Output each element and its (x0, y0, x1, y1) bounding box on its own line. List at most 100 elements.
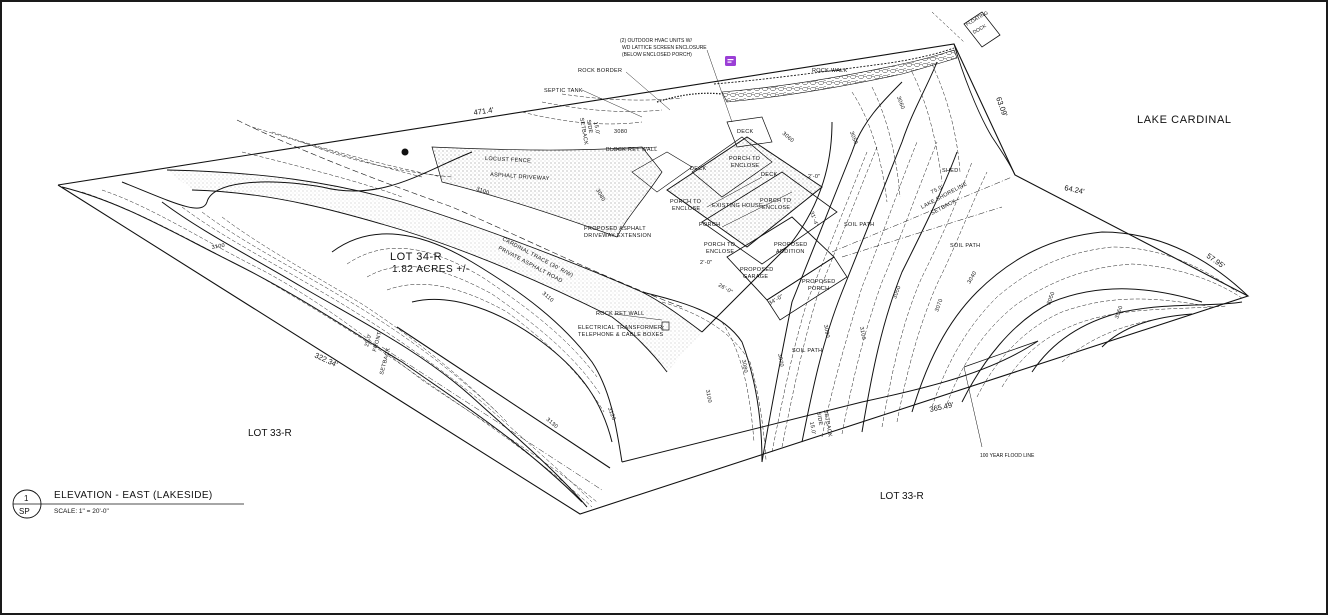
contour-label: 3070 (776, 353, 784, 367)
contour-label: 3080 (594, 188, 606, 203)
proposed-porch-1: PROPOSED (802, 279, 836, 285)
rock-border (656, 92, 723, 103)
dimension-2ft-a: 2'-0" (808, 174, 820, 180)
side-setback-b-1: 15.0' (808, 421, 816, 435)
transformer-box (661, 321, 670, 331)
acres-label: 1.82 ACRES +/- (392, 264, 470, 275)
proposed-addition-1: PROPOSED (774, 242, 808, 248)
dimension-57: 57.95' (1205, 251, 1227, 270)
flood-line-label: 100 YEAR FLOOD LINE (980, 453, 1035, 459)
utility-pole-dot (401, 148, 409, 156)
porch-enclose-low-2: ENCLOSE (706, 249, 734, 255)
dimension-34ft: 34'-0" (768, 294, 785, 307)
contour-label: 3100 (704, 389, 712, 403)
dimension-322: 322.34' (313, 351, 339, 370)
leader-lines (581, 49, 843, 329)
contour-label: 3100 (211, 243, 225, 251)
lot-34-label: LOT 34-R (390, 251, 442, 263)
soil-path-label-3: SOIL PATH (792, 348, 822, 354)
title-block: 1 SP ELEVATION - EAST (LAKESIDE) SCALE: … (12, 489, 244, 519)
dimension-365: 365.49' (929, 400, 955, 414)
block-ret-wall-label: BLOCK RET WALL (606, 147, 658, 153)
contour-label: 3080 (740, 359, 748, 373)
contour-label: 3100 (475, 186, 490, 196)
porch-enclose-top-1: PORCH TO (729, 156, 761, 162)
rock-ret-wall-label: ROCK RET WALL (596, 311, 645, 317)
asphalt-driveway-label: ASPHALT DRIVEWAY (490, 172, 550, 182)
hvac-note-2: WD LATTICE SCREEN ENCLOSURE (622, 45, 707, 51)
shoreline (713, 43, 1016, 176)
contour-label: 3120 (606, 407, 616, 422)
flood-line-leader (963, 366, 983, 448)
contour-label: 3060 (895, 96, 905, 111)
contour-label: 3130 (545, 417, 559, 430)
deck-label-2: DECK (690, 166, 707, 172)
side-setback-b-2: SIDE (815, 411, 823, 426)
contour-label: 3060 (1114, 305, 1124, 320)
proposed-addition-2: ADDITION (776, 249, 805, 255)
front-setback-2: FRONT (372, 331, 383, 353)
rock-walk-label: ROCK WALK (812, 68, 848, 74)
proposed-asphalt-1: PROPOSED ASPHALT (584, 226, 646, 232)
contour-labels: 3080 3100 3100 3100 3080 3060 3050 3060 … (211, 96, 1124, 431)
contour-label: 3110 (541, 291, 555, 304)
side-setback-2: SIDE (585, 119, 593, 134)
asphalt-driveway (431, 146, 663, 238)
existing-house-label: EXISTING HOUSE (712, 203, 763, 209)
contour-label: 3050 (1046, 291, 1056, 306)
lot-33-right-label: LOT 33-R (880, 491, 924, 502)
contour-label: 3050 (892, 285, 902, 300)
porch-enclose-left-2: ENCLOSE (672, 206, 700, 212)
proposed-porch-2: PORCH (808, 286, 829, 292)
lake-setback-1: 75.0' (930, 184, 945, 196)
contour-label: 3080 (614, 129, 627, 135)
deck-label-1: DECK (737, 129, 754, 135)
proposed-garage-1: PROPOSED (740, 267, 774, 273)
transformer-label-2: TELEPHONE & CABLE BOXES (578, 332, 663, 338)
contour-label: 3050 (848, 131, 858, 146)
deck-label-3: DECK (761, 172, 778, 178)
dimension-2ft-b: 2'-0" (700, 260, 712, 266)
porch-label: PORCH (699, 222, 720, 228)
contour-label: 3090 (822, 324, 830, 338)
shed-label: SHED (942, 168, 958, 174)
hvac-note-1: (2) OUTDOOR HVAC UNITS W/ (620, 38, 692, 44)
dimension-31ft: 31'-4" (808, 211, 819, 228)
transformer-label-1: ELECTRICAL TRANSFORMER, (578, 325, 664, 331)
dimension-64: 64.24' (1064, 183, 1086, 196)
setback-lines (381, 176, 1013, 491)
porch-enclose-right-1: PORCH TO (760, 198, 792, 204)
porch-enclose-low-1: PORCH TO (704, 242, 736, 248)
proposed-asphalt-2: DRIVEWAY EXTENSION (584, 233, 651, 239)
contour-label: 3060 (781, 131, 795, 144)
porch-enclose-left-1: PORCH TO (670, 199, 702, 205)
locust-fence-label: LOCUST FENCE (485, 156, 531, 164)
soil-path-label-1: SOIL PATH (844, 222, 874, 228)
dimension-63: 63.09' (994, 96, 1010, 119)
scale-note: SCALE: 1" = 20'-0" (54, 508, 110, 515)
side-setback-b-3: SETBACK (822, 409, 833, 437)
porch-enclose-top-2: ENCLOSE (731, 163, 759, 169)
elevation-title: ELEVATION - EAST (LAKESIDE) (54, 490, 213, 501)
callout-number: 1 (24, 494, 29, 503)
dimension-471: 471.4' (473, 105, 495, 117)
lot-33-left-label: LOT 33-R (248, 428, 292, 439)
existing-house (631, 116, 848, 321)
hvac-note-3: (BELOW ENCLOSED PORCH) (622, 52, 692, 58)
lake-label: LAKE CARDINAL (1137, 114, 1232, 126)
comment-icon[interactable] (725, 56, 736, 66)
contours-major (61, 61, 1249, 508)
callout-sheet: SP (19, 507, 30, 516)
soil-path-label-2: SOIL PATH (950, 243, 980, 249)
contour-label: 3040 (967, 270, 979, 285)
front-setback-1: 25.0' (364, 333, 373, 347)
floating-dock (931, 11, 1001, 48)
side-setback-1: 15.0' (592, 121, 600, 135)
dimension-26ft: 26'-0" (717, 283, 734, 296)
proposed-garage-2: GARAGE (743, 274, 768, 280)
septic-label: SEPTIC TANK (544, 88, 583, 94)
side-setback-3: SETBACK (578, 117, 589, 145)
porch-enclose-right-2: ENCLOSE (762, 205, 790, 211)
